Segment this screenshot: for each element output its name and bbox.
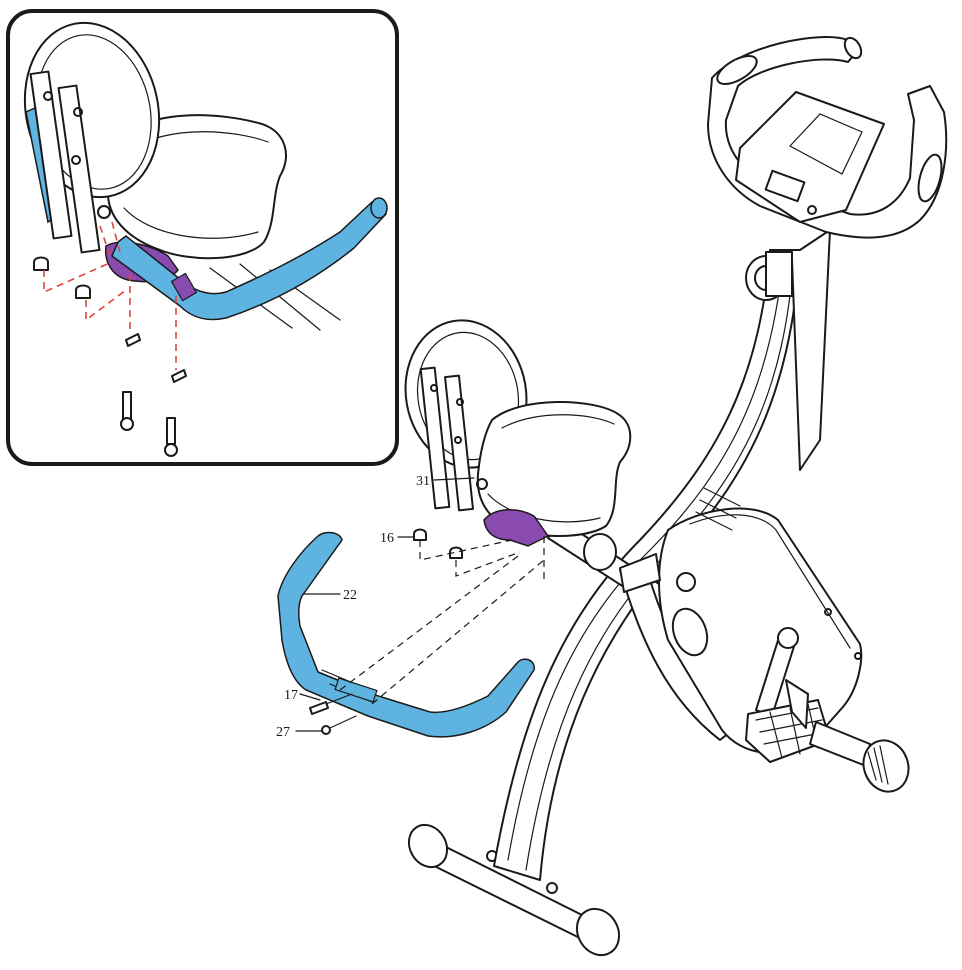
seat-bracket	[483, 509, 550, 547]
callout-27: 27	[276, 725, 290, 740]
callout-17: 17	[284, 688, 298, 703]
frame-pivot	[676, 572, 696, 592]
exploded-handle-bar	[277, 531, 535, 738]
callout-22: 22	[343, 588, 357, 603]
inset-guide-lines	[43, 221, 177, 370]
console-display	[764, 169, 806, 203]
inset-cap-nut-2	[75, 284, 91, 299]
front-stabilizer	[407, 823, 621, 957]
inset-bolt-1	[120, 391, 134, 431]
cap-nut-1	[413, 528, 427, 541]
inset-washer-1	[125, 333, 141, 347]
hardware	[309, 528, 463, 735]
column-knob	[745, 251, 793, 301]
seat-cushion	[476, 401, 632, 537]
inset-back-post-left	[29, 70, 73, 240]
inset-back-post-right	[57, 84, 101, 254]
seat-knob	[583, 533, 617, 571]
rear-stabilizer	[809, 721, 910, 793]
callout-16: 16	[380, 531, 394, 546]
inset-cap-nut-1	[33, 256, 49, 271]
inset-washer-2	[171, 369, 187, 383]
pedal	[745, 679, 831, 763]
assembly-guide-lines	[339, 536, 545, 705]
washer-bolt-2	[321, 715, 357, 735]
tension-lever	[671, 607, 709, 657]
cap-nut-2	[449, 546, 463, 559]
back-post-left	[419, 366, 451, 510]
callout-31: 31	[416, 474, 430, 489]
seat-assembly	[404, 319, 661, 593]
inset-bolt-2	[164, 417, 178, 457]
detail-inset	[6, 9, 399, 466]
washer-bolt-1	[309, 693, 353, 715]
callout-leaders	[295, 477, 475, 732]
handlebar-console	[707, 36, 948, 301]
